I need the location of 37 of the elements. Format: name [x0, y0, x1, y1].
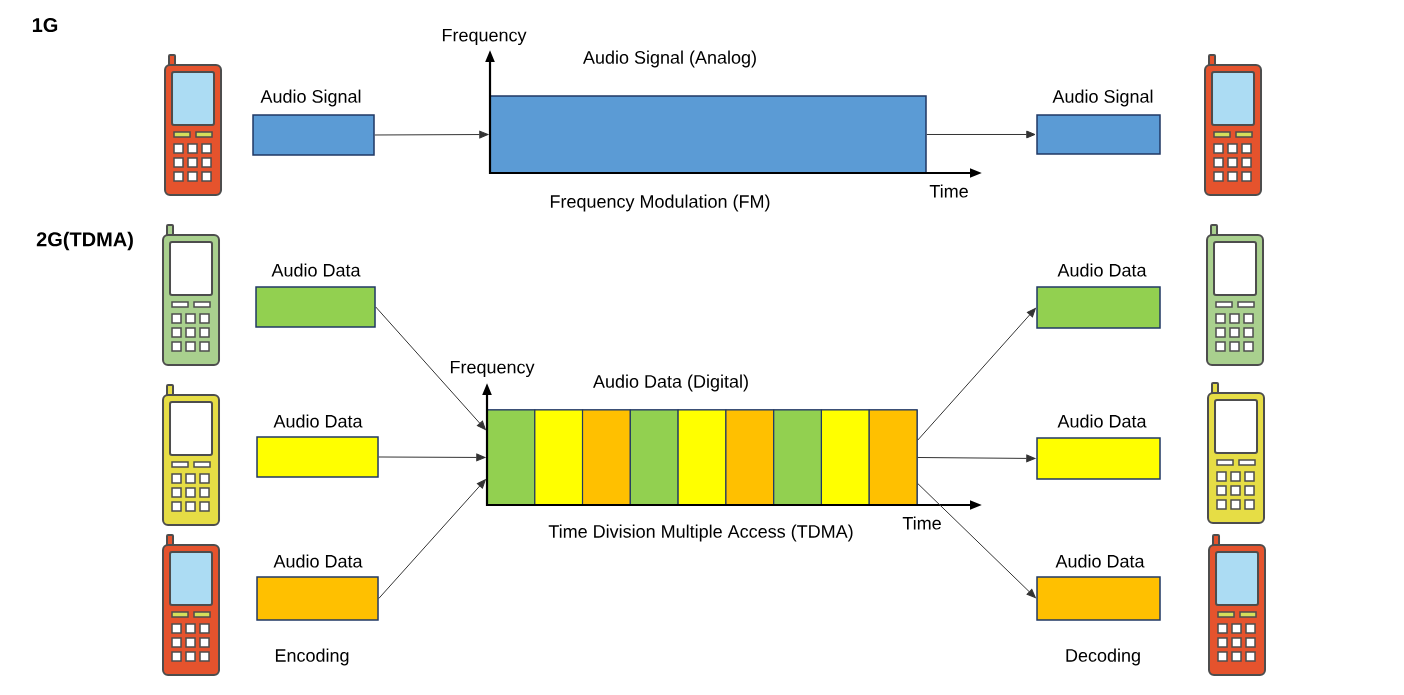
band-title: Audio Signal (Analog): [583, 50, 756, 68]
arrow: [378, 479, 486, 599]
stage-label: Decoding: [1066, 648, 1140, 666]
axis-label: Time: [929, 184, 968, 198]
block-label: Audio Data: [1057, 263, 1147, 277]
time-slot: [581, 409, 631, 506]
block-label: Audio Data: [273, 414, 363, 428]
axis-label: Frequency: [450, 360, 535, 378]
band-caption: Time Division Multiple Access (TDMA): [548, 524, 853, 542]
band-caption: Frequency Modulation (FM): [550, 194, 770, 212]
time-slot: [534, 409, 584, 506]
arrow: [917, 308, 1036, 441]
time-slot: [725, 409, 775, 506]
block-label: Audio Data: [1055, 554, 1145, 568]
axis-label: Frequency: [442, 28, 527, 46]
arrow: [917, 454, 1036, 463]
arrow: [374, 130, 489, 139]
band-title: Audio Data (Digital): [593, 374, 748, 392]
block-label: Audio Data: [1057, 414, 1147, 428]
block-label: Audio Data: [273, 554, 363, 568]
block-label: Audio Signal: [1052, 89, 1153, 107]
time-slot: [868, 409, 918, 506]
arrow: [926, 130, 1036, 139]
arrow: [375, 306, 486, 430]
time-slot: [773, 409, 823, 506]
time-slot: [629, 409, 679, 506]
arrow: [378, 453, 486, 462]
time-slot: [820, 409, 870, 506]
time-slot: [677, 409, 727, 506]
section-heading: 1G: [32, 17, 58, 33]
arrow: [917, 483, 1036, 599]
block-label: Audio Signal: [260, 89, 361, 107]
time-slot: [486, 409, 536, 506]
stage-label: Encoding: [275, 648, 349, 666]
block-label: Audio Data: [271, 263, 361, 277]
axis-label: Time: [902, 516, 941, 530]
section-heading: 2G(TDMA): [36, 231, 133, 251]
